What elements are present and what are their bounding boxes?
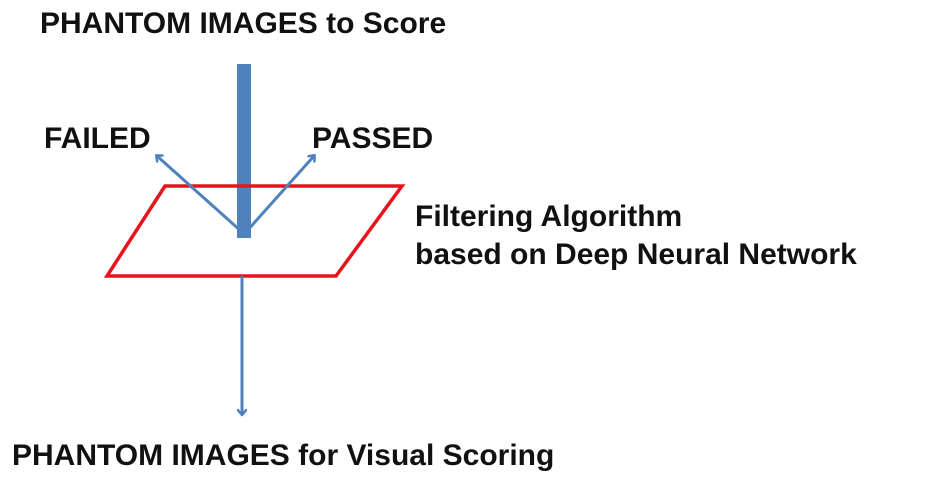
failed-label: FAILED [44,122,151,155]
output-images-label: PHANTOM IMAGES for Visual Scoring [12,439,554,472]
passed-label: PASSED [312,122,433,155]
passed-arrow [244,156,314,234]
filter-plane [103,184,406,278]
filter-basis-label: based on Deep Neural Network [415,238,857,271]
failed-arrow [157,156,243,234]
input-stream-bar [237,64,251,238]
filter-name-label: Filtering Algorithm [415,200,682,233]
input-images-label: PHANTOM IMAGES to Score [40,7,446,40]
